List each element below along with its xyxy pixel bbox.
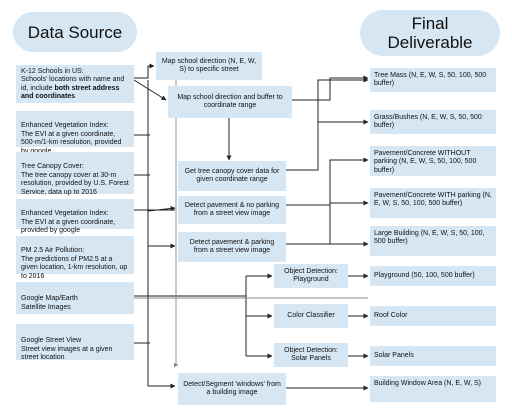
process-object-playground: Object Detection: Playground xyxy=(274,264,348,288)
output-large-building: Large Building (N, E, W, S, 50, 100, 500… xyxy=(370,226,496,256)
source-evi-2: Enhanced Vegetation Index: The EVI at a … xyxy=(16,199,134,234)
edge-paveyes-out xyxy=(286,200,369,245)
edge-paveno-out xyxy=(286,157,369,206)
source-evi-1-text: Enhanced Vegetation Index: The EVI at a … xyxy=(21,122,122,154)
header-final-text: Final Deliverable xyxy=(387,14,472,52)
process-object-solar: Object Detection: Solar Panels xyxy=(274,343,348,367)
process-pavement-parking-text: Detect pavement & parking from a street … xyxy=(189,238,275,254)
output-playground: Playground (50, 100, 500 buffer) xyxy=(370,266,496,286)
source-google-map: Google Map/Earth Satellite Images xyxy=(16,282,134,314)
output-pavement-with-parking-text: Pavement/Concrete WITH parking (N, E, W,… xyxy=(374,192,492,208)
source-k12-bold: both street address and coordinates xyxy=(21,84,120,101)
edge-pm-gray xyxy=(173,80,179,368)
output-solar-panels: Solar Panels xyxy=(370,346,496,366)
output-solar-panels-text: Solar Panels xyxy=(374,351,414,359)
process-color-classifier-text: Color Classifier xyxy=(287,311,335,319)
source-street-view-text: Google Street View Street view images at… xyxy=(21,337,113,362)
source-k12-line1: K-12 Schools in US: xyxy=(21,68,84,75)
source-tree-canopy-text: Tree Canopy Cover: The tree canopy cover… xyxy=(21,163,129,196)
source-street-view: Google Street View Street view images at… xyxy=(16,324,134,362)
header-final-deliverable: Final Deliverable xyxy=(360,10,500,56)
process-map-buffer-text: Map school direction and buffer to coord… xyxy=(177,93,283,109)
edge-k12-mapbuffer xyxy=(133,79,167,101)
output-tree-mass: Tree Mass (N, E, W, S, 50, 100, 500 buff… xyxy=(370,68,496,92)
output-window-area: Building Window Area (N, E, W, S) xyxy=(370,376,496,402)
output-grass-bushes: Grass/Bushes (N, E, W, S, 50, 500 buffer… xyxy=(370,110,496,134)
edge-tree-treemass xyxy=(286,77,369,171)
source-k12: K-12 Schools in US: Schools' locations w… xyxy=(16,65,134,103)
output-window-area-text: Building Window Area (N, E, W, S) xyxy=(374,380,481,387)
source-pm25: PM 2.5 Air Pollution: The predictions of… xyxy=(16,236,134,280)
process-object-solar-text: Object Detection: Solar Panels xyxy=(284,346,338,362)
source-google-map-text: Google Map/Earth Satellite Images xyxy=(21,295,78,311)
source-evi-2-text: Enhanced Vegetation Index: The EVI at a … xyxy=(21,210,116,235)
source-tree-canopy: Tree Canopy Cover: The tree canopy cover… xyxy=(16,152,134,196)
source-pm25-text: PM 2.5 Air Pollution: The predictions of… xyxy=(21,247,128,280)
output-pavement-without-parking-text: Pavement/Concrete WITHOUT parking (N, E,… xyxy=(374,150,477,174)
process-map-buffer: Map school direction and buffer to coord… xyxy=(168,86,292,118)
output-roof-color: Roof Color xyxy=(370,306,496,326)
process-pavement-no-parking-text: Detect pavement & no parking from a stre… xyxy=(184,201,280,217)
header-data-source-text: Data Source xyxy=(27,22,123,42)
process-map-direction-text: Map school direction (N, E, W, S) to spe… xyxy=(161,57,257,73)
process-pavement-parking: Detect pavement & parking from a street … xyxy=(178,232,286,262)
output-pavement-with-parking: Pavement/Concrete WITH parking (N, E, W,… xyxy=(370,188,496,218)
process-pavement-no-parking: Detect pavement & no parking from a stre… xyxy=(178,196,286,224)
header-final-line1: Final xyxy=(411,14,449,33)
process-map-direction: Map school direction (N, E, W, S) to spe… xyxy=(156,52,262,80)
output-pavement-without-parking: Pavement/Concrete WITHOUT parking (N, E,… xyxy=(370,146,496,176)
process-windows-text: Detect/Segment 'windows' from a building… xyxy=(183,380,281,396)
edge-mapbuffer-treemass xyxy=(292,75,369,101)
source-evi-1: Enhanced Vegetation Index: The EVI at a … xyxy=(16,111,134,155)
output-grass-bushes-text: Grass/Bushes (N, E, W, S, 50, 500 buffer… xyxy=(374,114,482,130)
process-tree-canopy: Get tree canopy cover data for given coo… xyxy=(178,161,286,191)
header-final-line2: Deliverable xyxy=(387,33,473,52)
output-large-building-text: Large Building (N, E, W, S, 50, 100, 500… xyxy=(374,230,485,246)
process-color-classifier: Color Classifier xyxy=(274,304,348,328)
output-roof-color-text: Roof Color xyxy=(374,311,408,319)
process-tree-canopy-text: Get tree canopy cover data for given coo… xyxy=(184,167,280,183)
output-tree-mass-text: Tree Mass (N, E, W, S, 50, 100, 500 buff… xyxy=(374,72,487,88)
output-playground-text: Playground (50, 100, 500 buffer) xyxy=(374,271,475,279)
header-data-source: Data Source xyxy=(13,12,137,52)
edge-k12-mapdir xyxy=(134,63,155,79)
process-object-playground-text: Object Detection: Playground xyxy=(284,267,338,283)
source-k12-line2: Schools' locations with name and id, inc… xyxy=(21,76,125,92)
process-windows: Detect/Segment 'windows' from a building… xyxy=(178,373,286,405)
